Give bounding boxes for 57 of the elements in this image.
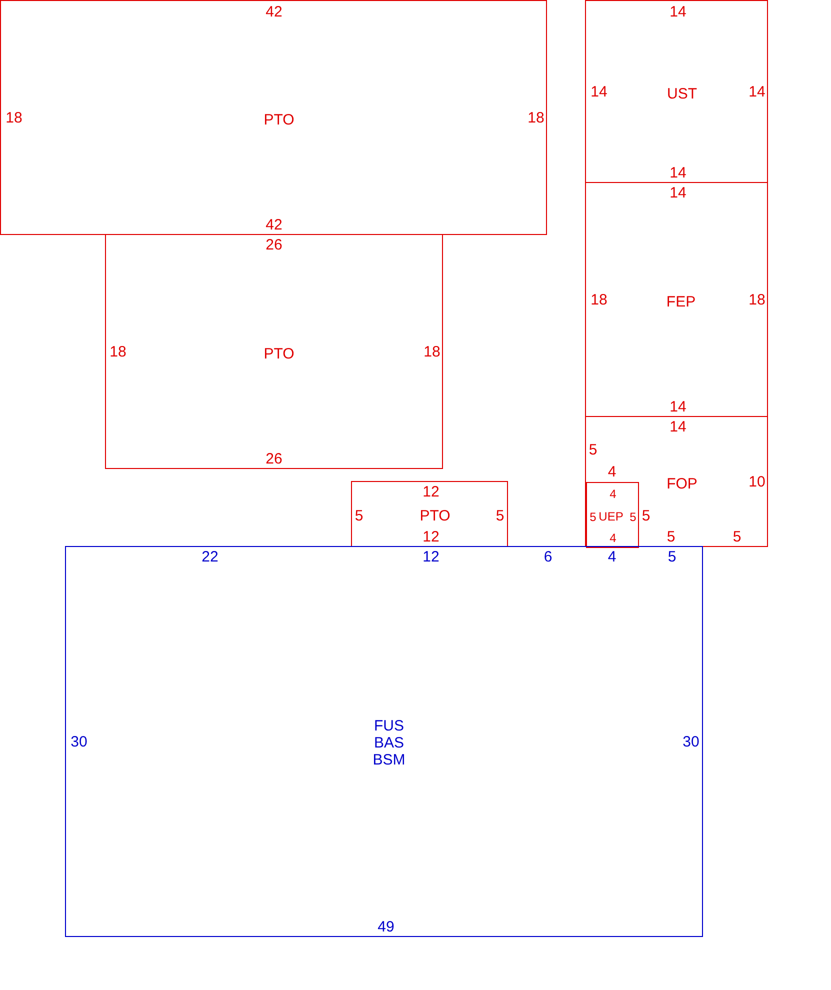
region-label: BSM: [372, 752, 406, 768]
dimension-label: 18: [748, 292, 766, 308]
dimension-label: 30: [682, 734, 700, 750]
dimension-label: 12: [422, 550, 440, 564]
region-box: [585, 182, 768, 417]
dimension-label: 5: [668, 550, 676, 564]
dimension-label: 14: [670, 420, 686, 434]
dimension-label: 49: [378, 920, 394, 934]
region-label: PTO: [264, 346, 294, 362]
region-box: [586, 482, 639, 548]
dimension-label: 4: [610, 488, 616, 500]
dimension-label: 6: [544, 550, 552, 564]
dimension-label: 42: [266, 218, 282, 232]
region-box: [585, 416, 768, 547]
region-box: [351, 481, 508, 547]
dimension-label: 22: [202, 550, 218, 564]
dimension-label: 14: [670, 4, 686, 20]
dimension-label: 14: [748, 84, 766, 100]
dimension-label: 14: [590, 84, 608, 100]
dimension-label: 26: [266, 238, 282, 252]
dimension-label: 18: [590, 292, 608, 308]
region-box: [585, 0, 768, 183]
dimension-label: 12: [422, 530, 440, 544]
dimension-label: 5: [666, 530, 676, 544]
dimension-label: 10: [748, 474, 766, 490]
dimension-label: 5: [588, 442, 598, 458]
region-label: PTO: [264, 112, 294, 128]
dimension-label: 26: [266, 452, 282, 466]
dimension-label: 14: [670, 400, 686, 414]
region-label: FEP: [666, 294, 696, 310]
dimension-label: 5: [496, 508, 504, 524]
dimension-label: 18: [110, 344, 126, 360]
dimension-label: 18: [528, 110, 544, 126]
dimension-label: 4: [608, 550, 616, 564]
region-label: UST: [667, 86, 697, 102]
dimension-label: 4: [610, 532, 616, 544]
dimension-label: 14: [670, 166, 686, 180]
region-label: PTO: [420, 508, 450, 524]
region-label: UEP: [598, 508, 624, 526]
dimension-label: 5: [590, 511, 596, 523]
dimension-label: 5: [642, 508, 650, 524]
dimension-label: 12: [422, 484, 440, 500]
region-box: [65, 546, 703, 937]
dimension-label: 30: [70, 734, 88, 750]
region-label: BAS: [374, 734, 404, 752]
dimension-label: 5: [732, 530, 742, 544]
dimension-label: 5: [630, 511, 636, 523]
dimension-label: 42: [266, 4, 282, 20]
dimension-label: 18: [424, 344, 440, 360]
region-box: [0, 0, 547, 235]
dimension-label: 14: [670, 186, 686, 200]
region-box: [105, 234, 443, 469]
region-label: FUS: [374, 718, 404, 734]
region-label: FOP: [666, 476, 698, 492]
dimension-label: 4: [608, 464, 616, 480]
dimension-label: 5: [354, 508, 364, 524]
dimension-label: 18: [6, 110, 22, 126]
